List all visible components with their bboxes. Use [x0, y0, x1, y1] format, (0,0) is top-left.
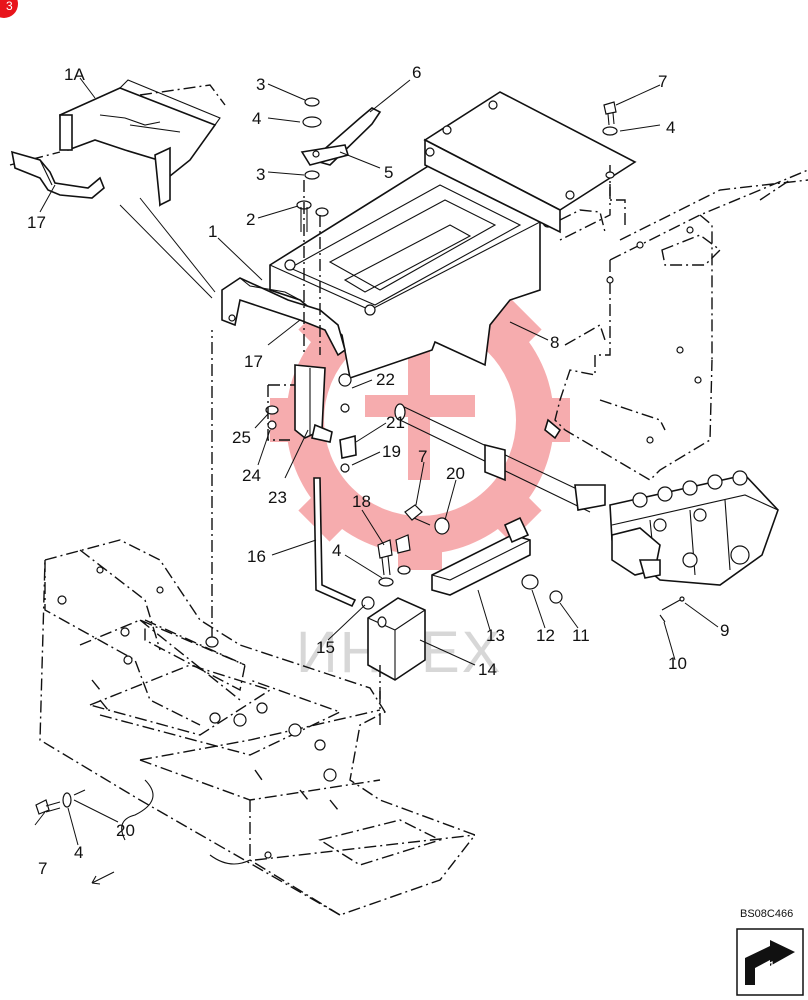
control-valve: [609, 470, 779, 586]
label-4-bottom: 4: [74, 843, 83, 862]
label-2: 2: [246, 210, 255, 229]
label-7-mid: 7: [418, 447, 427, 466]
nut-part-3-lower: [304, 170, 320, 180]
floor-frame: [39, 330, 477, 916]
label-6: 6: [412, 63, 421, 82]
bolt-part-7-bottom: [35, 799, 61, 815]
bracket-part-23: [294, 364, 333, 443]
washer-part-25: [265, 405, 279, 415]
drawing-code: BS08C466: [740, 908, 793, 920]
nut-part-22-top: [338, 373, 352, 387]
label-23: 23: [268, 488, 287, 507]
inset-part-17: [10, 150, 105, 199]
label-17-inset: 17: [27, 213, 46, 232]
bolt-part-18: [377, 534, 411, 576]
label-1a: 1A: [64, 65, 85, 84]
label-10: 10: [668, 654, 687, 673]
label-7-bottom: 7: [38, 859, 47, 878]
label-21: 21: [386, 413, 405, 432]
svg-text:3: 3: [6, 0, 13, 13]
corner-badge-icon: 3: [0, 0, 18, 18]
nut-part-3-upper: [304, 97, 320, 107]
washer-part-12: [521, 574, 539, 590]
nut-part-24: [267, 420, 277, 430]
view-orientation-icon: [736, 928, 804, 996]
washer-part-20-mid: [434, 517, 450, 535]
bracket-part-1: [221, 277, 346, 357]
label-8: 8: [550, 333, 559, 352]
label-25: 25: [232, 428, 251, 447]
label-20-mid: 20: [446, 464, 465, 483]
inset-part-1a: [9, 79, 226, 207]
bolt-part-7-top: [603, 101, 617, 126]
bolt-part-7-mid: [404, 504, 431, 526]
label-14: 14: [478, 660, 497, 679]
label-24: 24: [242, 466, 261, 485]
label-15: 15: [316, 638, 335, 657]
top-plate: [423, 91, 637, 234]
clip-part-21: [339, 434, 357, 459]
nut-part-11: [549, 590, 563, 604]
label-13: 13: [486, 626, 505, 645]
washer-part-4-upper: [302, 116, 322, 128]
pin-part-9-10: [659, 596, 685, 623]
linkage-part-13: [431, 516, 531, 596]
shaft: [394, 403, 606, 513]
label-12: 12: [536, 626, 555, 645]
washer-part-4-mid2: [397, 565, 411, 575]
washer-part-4-mid: [378, 577, 394, 587]
front-direction-arrow-icon: [91, 871, 115, 885]
label-20-bottom: 20: [116, 821, 135, 840]
bolt-part-2: [296, 200, 329, 232]
label-3-lower: 3: [256, 165, 265, 184]
frame-right: [544, 169, 808, 481]
label-19: 19: [382, 442, 401, 461]
label-7-top: 7: [658, 72, 667, 91]
label-1: 1: [208, 222, 217, 241]
label-4-top: 4: [666, 118, 675, 137]
label-3-upper: 3: [256, 75, 265, 94]
label-16: 16: [247, 547, 266, 566]
label-11: 11: [572, 626, 590, 645]
nut-part-22: [340, 403, 350, 413]
label-9: 9: [720, 621, 729, 640]
label-4-mid: 4: [332, 541, 341, 560]
label-4-upper: 4: [252, 109, 261, 128]
bracket-part-14: [367, 597, 426, 681]
leader-lines: [39, 77, 719, 846]
washer-part-4-top: [602, 126, 618, 136]
label-18: 18: [352, 492, 371, 511]
label-22: 22: [376, 370, 395, 389]
label-5: 5: [384, 163, 393, 182]
washer-part-4-bottom: [62, 792, 72, 808]
rod-part-16: [313, 477, 375, 610]
label-17-main: 17: [244, 352, 263, 371]
nut-part-19: [340, 463, 350, 473]
